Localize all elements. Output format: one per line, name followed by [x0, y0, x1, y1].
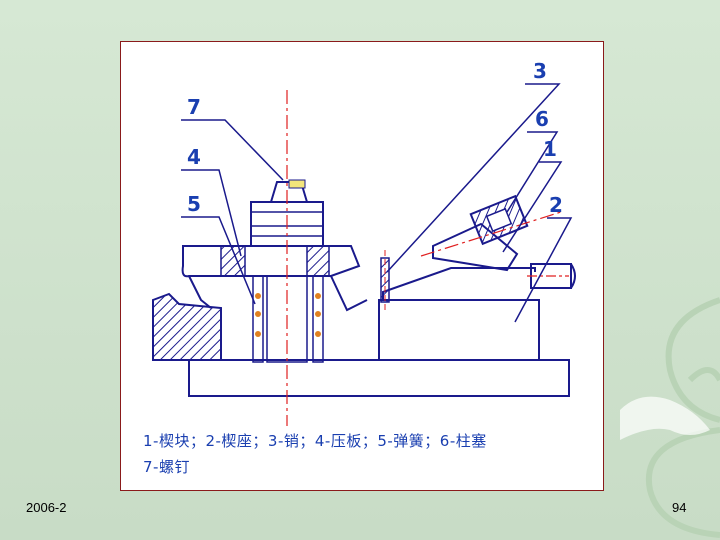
- legend-line-2: 7-螺钉: [143, 458, 190, 476]
- clamp-plate-section-right: [306, 245, 330, 277]
- fixture-drawing: 7 4 5 3 6 1 2: [152, 59, 576, 426]
- figure-frame: 7 4 5 3 6 1 2 1-楔块；2-楔座；3-销；4-压板；5-弹簧；6-…: [120, 41, 604, 491]
- callout-4: 4: [187, 145, 201, 169]
- spring-coils: [255, 293, 321, 337]
- legend-line-1: 1-楔块；2-楔座；3-销；4-压板；5-弹簧；6-柱塞: [143, 432, 487, 450]
- page-number: 94: [672, 500, 687, 515]
- footer-date: 2006-2: [26, 500, 67, 515]
- wedge-block: [432, 222, 519, 272]
- callout-1: 1: [543, 137, 557, 161]
- spring-bore-left: [252, 275, 264, 363]
- callout-3: 3: [533, 59, 547, 83]
- base-plate: [188, 359, 570, 397]
- callout-7: 7: [187, 95, 201, 119]
- clamp-plate-lower: [188, 275, 368, 312]
- leader-lines: [181, 83, 573, 323]
- clamp-plate: [181, 245, 361, 278]
- callout-5: 5: [187, 192, 201, 216]
- wedge-seat-ramp: [382, 267, 536, 300]
- plunger: [469, 194, 529, 246]
- callout-6: 6: [535, 107, 549, 131]
- callout-2: 2: [549, 193, 563, 217]
- wedge-seat: [378, 299, 540, 361]
- workpiece-section: [152, 292, 222, 361]
- decorative-pattern: [620, 297, 720, 538]
- spring-bore-right: [312, 275, 324, 363]
